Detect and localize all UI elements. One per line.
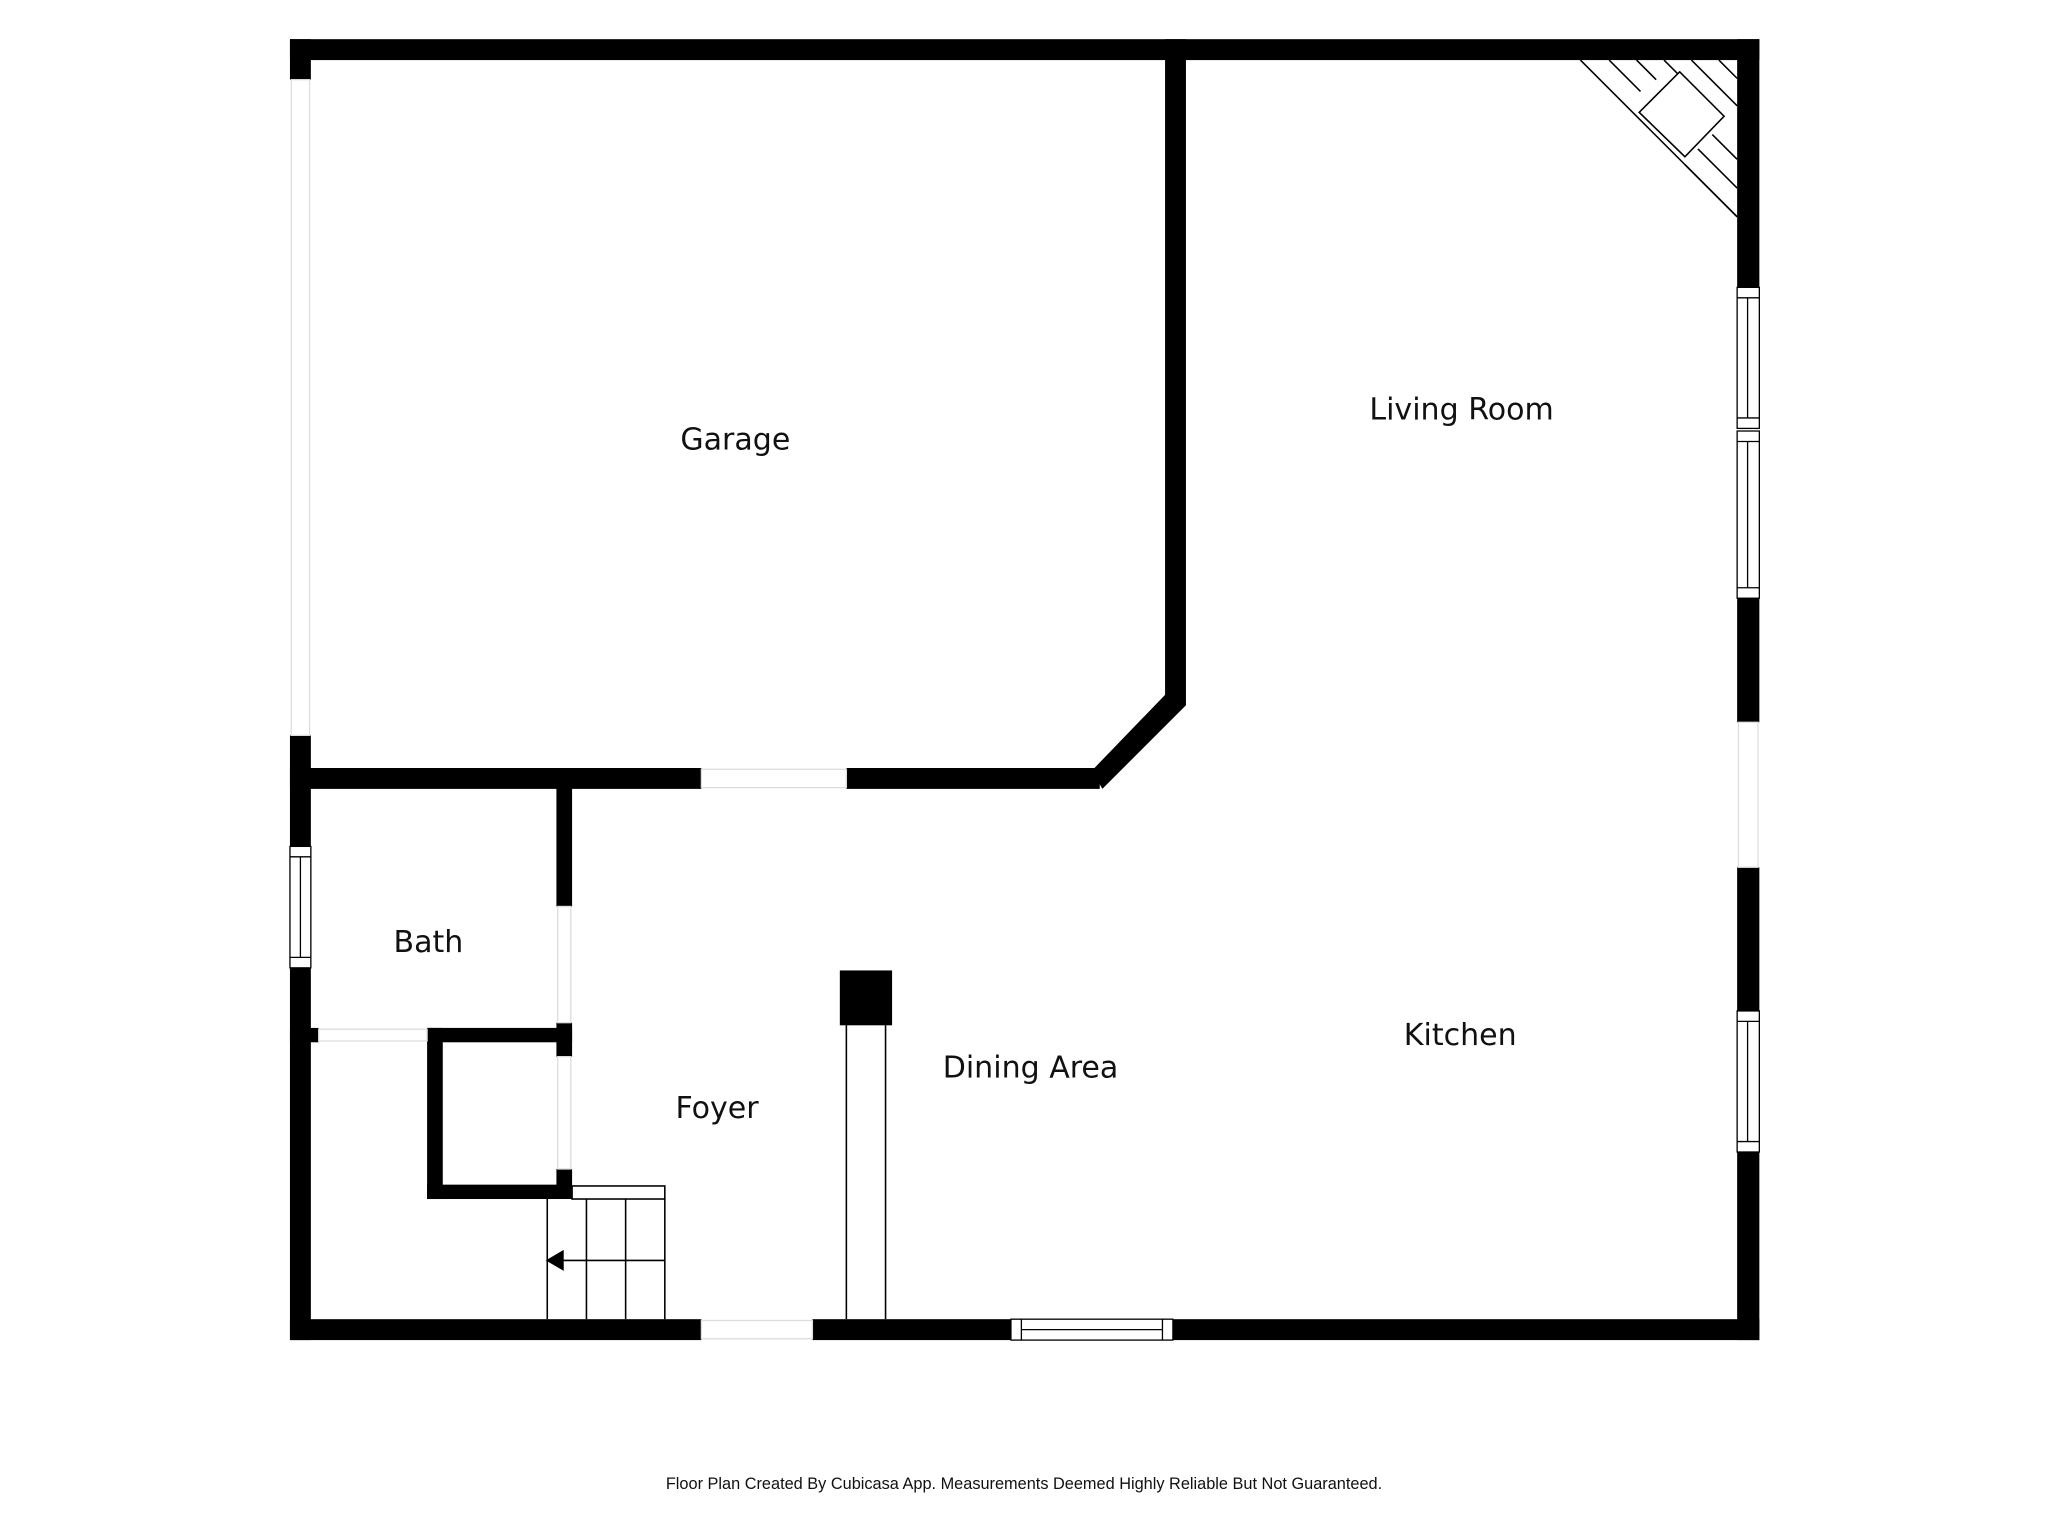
room-label-bath: Bath: [393, 925, 463, 960]
footer-disclaimer: Floor Plan Created By Cubicasa App. Meas…: [666, 1475, 1382, 1493]
stairs: [545, 1185, 666, 1320]
room-label-dining-area: Dining Area: [943, 1051, 1119, 1086]
room-label-garage: Garage: [680, 422, 790, 457]
stair-arrow-icon: [545, 1249, 564, 1271]
room-label-living-room: Living Room: [1369, 392, 1553, 427]
windows-and-openings: [289, 79, 1760, 1341]
fireplace-icon: [1579, 59, 1738, 218]
room-label-foyer: Foyer: [675, 1091, 759, 1126]
room-labels: Garage Living Room Bath Foyer Dining Are…: [393, 392, 1553, 1126]
partition: [845, 1025, 887, 1320]
walls: [289, 39, 1760, 1341]
room-label-kitchen: Kitchen: [1404, 1018, 1517, 1053]
